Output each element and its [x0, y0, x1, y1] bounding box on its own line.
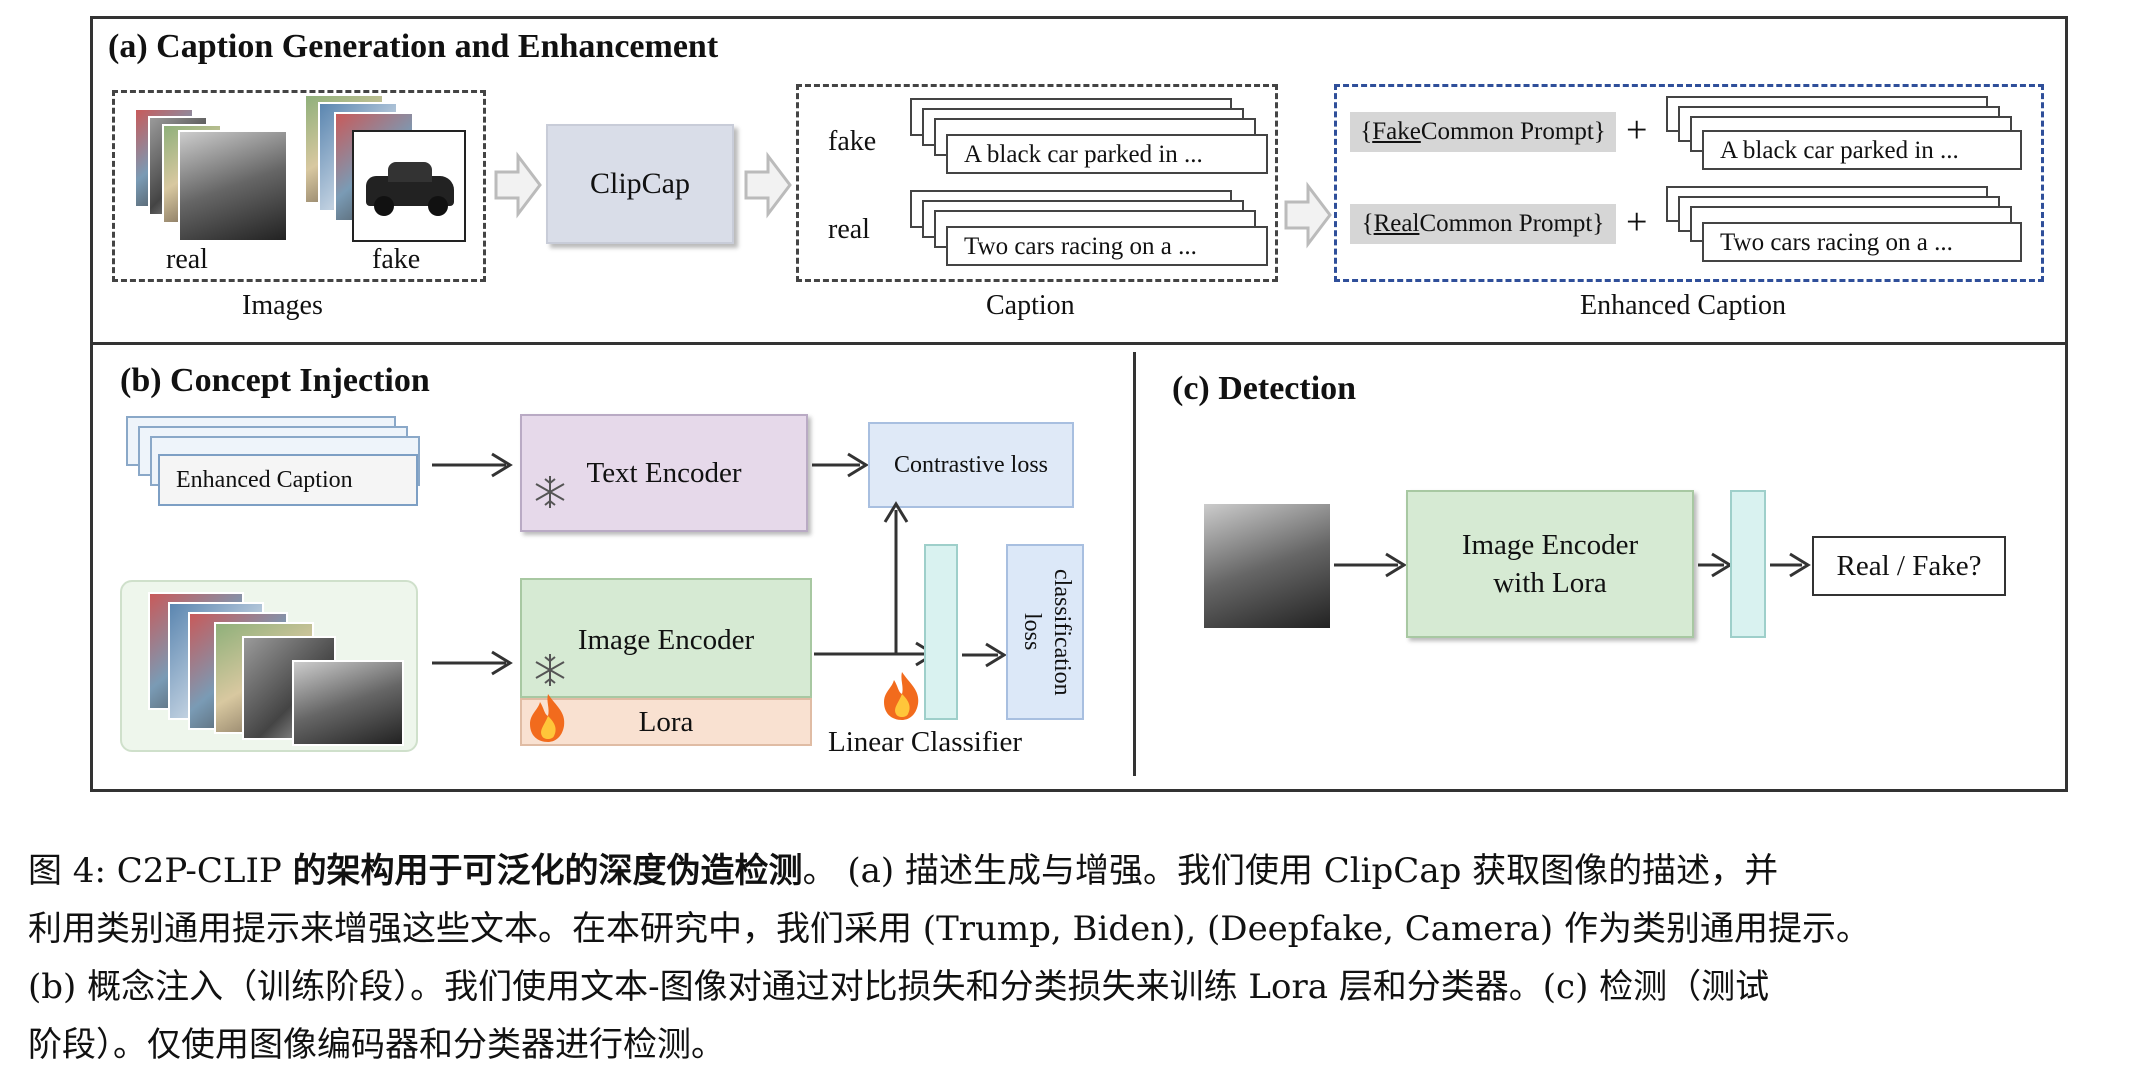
caption-fake-label: fake	[828, 126, 877, 157]
plus-sign-fake: +	[1626, 109, 1648, 151]
fake-prompt-open: {	[1360, 118, 1373, 145]
real-image-4	[178, 130, 288, 242]
caption-real-card: Two cars racing on a ...	[946, 226, 1268, 266]
b-enhanced-caption-label: Enhanced Caption	[176, 466, 353, 493]
linear-classifier-label: Linear Classifier	[828, 726, 1023, 758]
images-caption: Images	[242, 290, 323, 321]
caption-box	[796, 84, 1278, 282]
divider-horizontal	[90, 342, 2068, 345]
caption-line-4: 阶段）。仅使用图像编码器和分类器进行检测。	[28, 1025, 725, 1065]
plus-sign-real: +	[1626, 201, 1648, 243]
fake-prompt-rest: Common Prompt}	[1420, 118, 1606, 145]
real-prompt-rest: Common Prompt}	[1419, 210, 1605, 237]
output-box: Real / Fake?	[1812, 536, 2006, 596]
enhanced-caption-caption: Enhanced Caption	[1580, 290, 1787, 321]
section-b-title: (b) Concept Injection	[120, 362, 430, 399]
divider-vertical	[1133, 352, 1136, 776]
clipcap-label: ClipCap	[589, 167, 690, 200]
real-common-prompt: {Real Common Prompt}	[1350, 204, 1616, 244]
real-prompt-word: Real	[1373, 210, 1420, 237]
caption-fake-text: A black car parked in ...	[964, 140, 1203, 168]
caption-rest-line1: 。 (a) 描述生成与增强。我们使用 ClipCap 获取图像的描述，并	[802, 851, 1779, 891]
enhanced-caption-box	[1334, 84, 2044, 282]
arrow-icon	[962, 642, 1007, 668]
car-wheel-front	[374, 196, 394, 216]
c-input-image	[1204, 504, 1330, 628]
images-real-label: real	[166, 244, 208, 275]
caption-prefix: 图 4: C2P-CLIP	[28, 851, 293, 891]
enhanced-real-card: Two cars racing on a ...	[1702, 222, 2022, 262]
arrow-icon	[814, 501, 937, 667]
lora-box: Lora	[520, 698, 812, 746]
caption-line-1: 图 4: C2P-CLIP 的架构用于可泛化的深度伪造检测。 (a) 描述生成与…	[28, 842, 2118, 900]
images-box	[112, 90, 486, 282]
lora-label: Lora	[638, 705, 694, 738]
caption-bold: 的架构用于可泛化的深度伪造检测	[292, 851, 803, 891]
fake-common-prompt: {Fake Common Prompt}	[1350, 112, 1616, 152]
linear-classifier-bar	[924, 544, 958, 720]
real-prompt-open: {	[1361, 210, 1374, 237]
caption-line-3: (b) 概念注入（训练阶段）。我们使用文本-图像对通过对比损失和分类损失来训练 …	[28, 967, 1770, 1007]
snowflake-icon	[535, 654, 565, 686]
caption-real-label: real	[828, 214, 870, 245]
classification-loss-label: classification loss	[1019, 568, 1075, 696]
text-encoder-box: Text Encoder	[520, 414, 808, 532]
c-image-encoder-label: Image Encoder with Lora	[1461, 529, 1639, 599]
hollow-arrow-icon	[1284, 181, 1332, 249]
enhanced-real-text: Two cars racing on a ...	[1720, 228, 1953, 256]
figure-frame	[90, 16, 2068, 792]
figure-caption: 图 4: C2P-CLIP 的架构用于可泛化的深度伪造检测。 (a) 描述生成与…	[28, 842, 2118, 1074]
contrastive-loss-box: Contrastive loss	[868, 422, 1074, 508]
image-encoder-box: Image Encoder	[520, 578, 812, 698]
caption-line-2: 利用类别通用提示来增强这些文本。在本研究中，我们采用 (Trump, Biden…	[28, 909, 1871, 949]
car-wheel-back	[428, 196, 448, 216]
arrow-icon	[812, 452, 869, 478]
arrow-icon	[1334, 552, 1407, 578]
fake-image-main	[352, 130, 466, 242]
arrow-icon	[432, 452, 513, 478]
b-image-6	[292, 660, 404, 746]
hollow-arrow-icon	[744, 151, 792, 219]
fake-prompt-word: Fake	[1372, 118, 1421, 145]
arrow-icon	[1698, 552, 1733, 578]
section-a-title: (a) Caption Generation and Enhancement	[108, 28, 719, 65]
caption-real-text: Two cars racing on a ...	[964, 232, 1197, 260]
b-caption-card: Enhanced Caption	[158, 454, 418, 506]
image-encoder-label: Image Encoder	[577, 624, 755, 656]
clipcap-box: ClipCap	[546, 124, 734, 244]
images-fake-label: fake	[372, 244, 421, 275]
output-label: Real / Fake?	[1836, 549, 1982, 582]
arrow-icon	[432, 650, 513, 676]
hollow-arrow-icon	[494, 151, 542, 219]
snowflake-icon	[535, 476, 565, 508]
classification-loss-box: classification loss	[1006, 544, 1084, 720]
section-c-title: (c) Detection	[1172, 370, 1357, 407]
caption-fake-card: A black car parked in ...	[946, 134, 1268, 174]
text-encoder-label: Text Encoder	[586, 456, 742, 489]
c-image-encoder-box: Image Encoder with Lora	[1406, 490, 1694, 638]
contrastive-loss-label: Contrastive loss	[894, 451, 1048, 478]
enhanced-fake-card: A black car parked in ...	[1702, 130, 2022, 170]
car-roof	[388, 162, 432, 182]
arrow-icon	[1770, 552, 1811, 578]
c-classifier-bar	[1730, 490, 1766, 638]
fire-icon	[884, 672, 919, 720]
fire-icon	[530, 694, 565, 742]
enhanced-fake-text: A black car parked in ...	[1720, 136, 1959, 164]
caption-caption: Caption	[986, 290, 1075, 321]
